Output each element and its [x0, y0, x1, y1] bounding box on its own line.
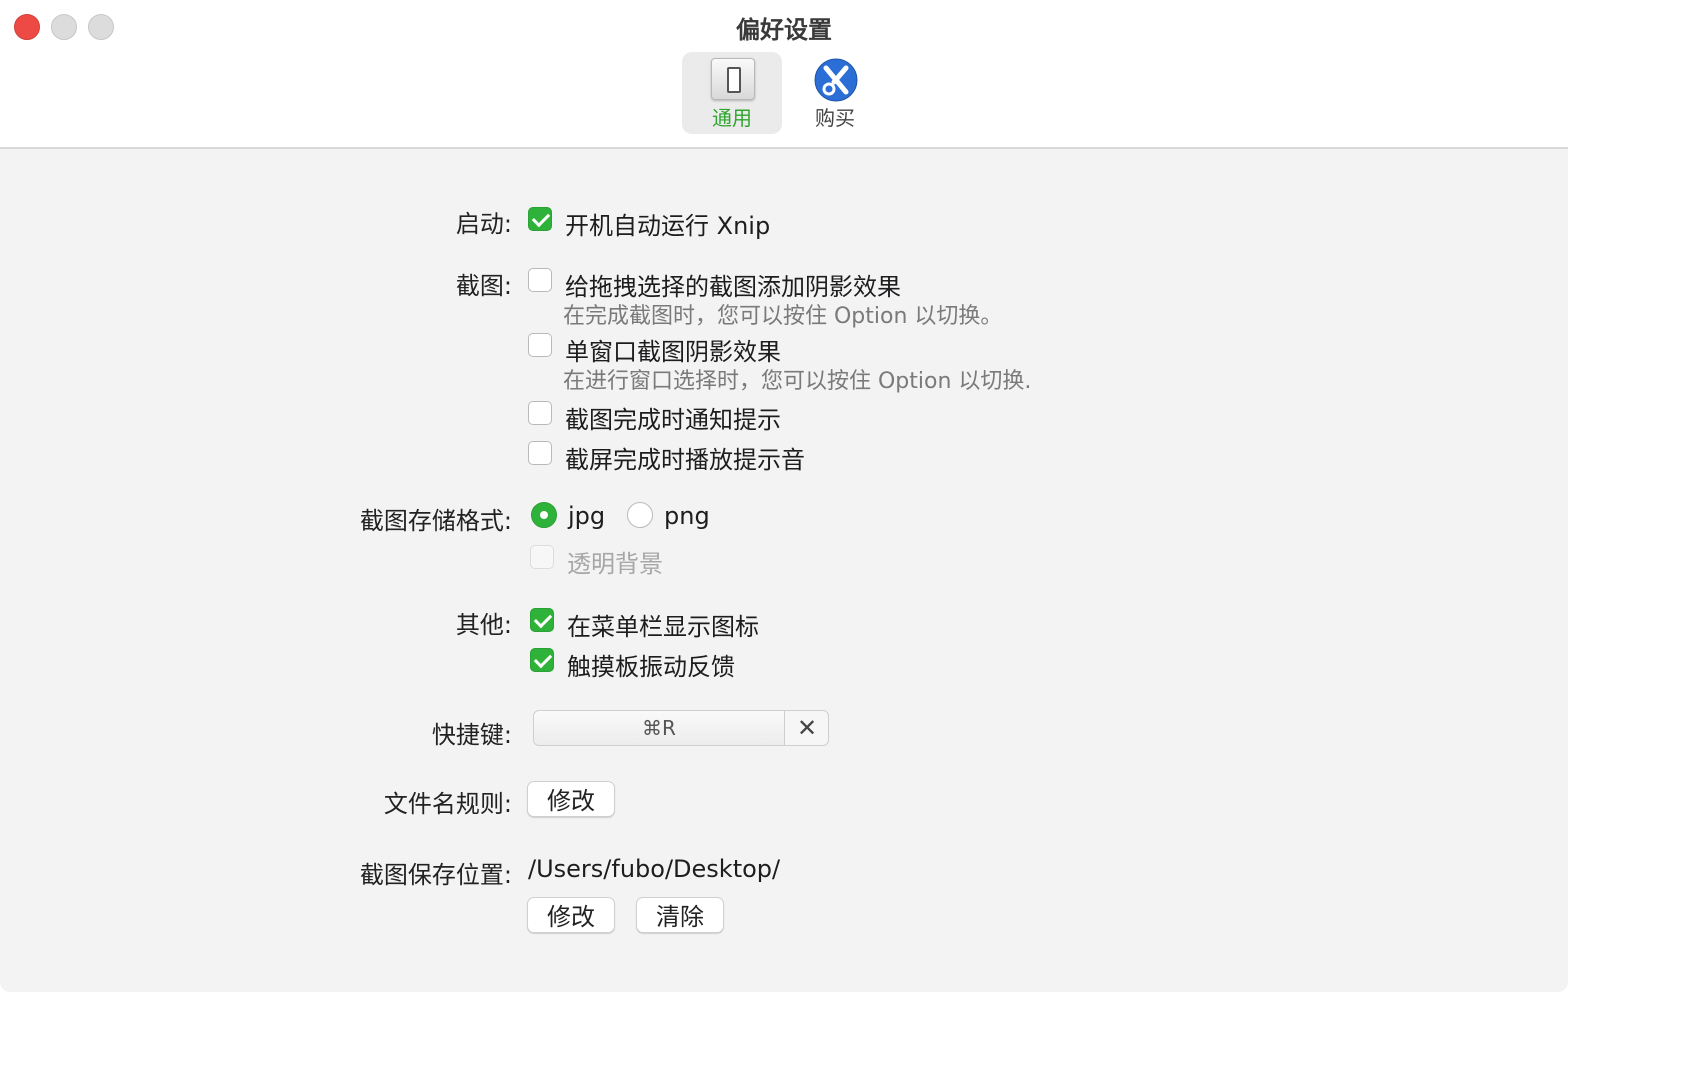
window-shadow-hint: 在进行窗口选择时，您可以按住 Option 以切换.	[563, 369, 1032, 394]
launch-at-login-label[interactable]: 开机自动运行 Xnip	[565, 212, 771, 240]
notify-label[interactable]: 截图完成时通知提示	[565, 406, 781, 434]
jpg-radio[interactable]	[531, 502, 557, 528]
sound-label[interactable]: 截屏完成时播放提示音	[565, 446, 805, 474]
sound-checkbox[interactable]	[528, 441, 552, 465]
jpg-label[interactable]: jpg	[568, 502, 606, 530]
haptic-feedback-label[interactable]: 触摸板振动反馈	[567, 653, 735, 681]
filename-modify-button[interactable]: 修改	[527, 781, 615, 817]
window-toolbar: 偏好设置 通用 购买	[0, 0, 1568, 149]
save-location-path: /Users/fubo/Desktop/	[528, 855, 781, 883]
tab-buy-label: 购买	[815, 106, 855, 130]
minimize-window-button[interactable]	[51, 14, 77, 40]
switch-icon	[711, 58, 755, 100]
close-window-button[interactable]	[14, 14, 40, 40]
png-radio[interactable]	[627, 502, 653, 528]
save-location-label: 截图保存位置:	[359, 861, 512, 889]
tab-general[interactable]: 通用	[682, 52, 782, 134]
other-label: 其他:	[455, 611, 512, 639]
drag-shadow-hint: 在完成截图时，您可以按住 Option 以切换。	[563, 304, 1003, 329]
zoom-window-button[interactable]	[88, 14, 114, 40]
preferences-window: 偏好设置 通用 购买 启动: 开机自动运行 Xnip 截图: 给拖拽选择的截图添…	[0, 0, 1568, 992]
capture-label: 截图:	[455, 272, 512, 300]
drag-shadow-checkbox[interactable]	[528, 268, 552, 292]
launch-at-login-checkbox[interactable]	[528, 207, 552, 231]
save-location-clear-button[interactable]: 清除	[636, 897, 724, 933]
tab-buy[interactable]: 购买	[785, 52, 885, 134]
startup-label: 启动:	[455, 210, 512, 238]
notify-checkbox[interactable]	[528, 401, 552, 425]
drag-shadow-label[interactable]: 给拖拽选择的截图添加阴影效果	[565, 273, 901, 301]
shortcut-label: 快捷键:	[431, 721, 512, 749]
shortcut-field[interactable]: ⌘R	[534, 711, 785, 745]
window-shadow-checkbox[interactable]	[528, 333, 552, 357]
transparent-background-label: 透明背景	[567, 550, 663, 578]
window-title: 偏好设置	[736, 16, 832, 44]
filename-rule-label: 文件名规则:	[383, 790, 512, 818]
window-shadow-label[interactable]: 单窗口截图阴影效果	[565, 338, 781, 366]
shortcut-clear-icon[interactable]: ✕	[796, 714, 818, 742]
xnip-buy-icon	[814, 58, 858, 102]
shortcut-recorder: ⌘R ✕	[533, 710, 829, 746]
format-label: 截图存储格式:	[359, 507, 512, 535]
menubar-icon-label[interactable]: 在菜单栏显示图标	[567, 613, 759, 641]
menubar-icon-checkbox[interactable]	[530, 608, 554, 632]
haptic-feedback-checkbox[interactable]	[530, 648, 554, 672]
transparent-background-checkbox	[530, 545, 554, 569]
png-label[interactable]: png	[664, 502, 710, 530]
save-location-modify-button[interactable]: 修改	[527, 897, 615, 933]
tab-general-label: 通用	[712, 106, 752, 130]
